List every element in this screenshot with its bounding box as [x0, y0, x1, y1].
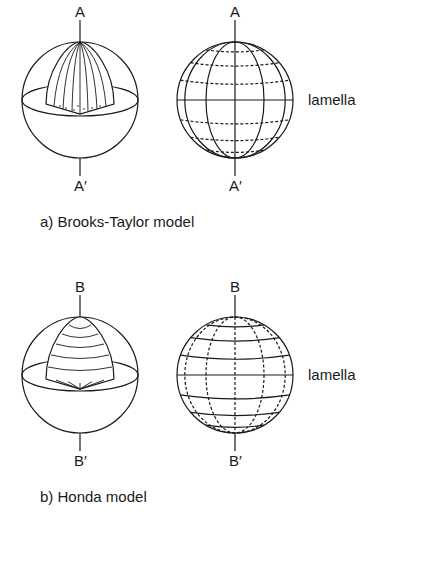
cutaway-sphere	[22, 20, 138, 176]
cutaway-sphere	[22, 295, 138, 451]
parallel	[191, 63, 280, 66]
meridian	[234, 42, 235, 158]
caption: a) Brooks-Taylor model	[40, 213, 194, 231]
meridian	[185, 42, 285, 158]
radial-line	[80, 380, 104, 389]
axis-label: B	[230, 278, 240, 296]
dot	[99, 105, 101, 107]
dot	[65, 107, 67, 109]
parallel	[206, 150, 264, 152]
axis-label: B′	[229, 452, 242, 470]
parallel	[181, 80, 290, 84]
parallel	[191, 137, 280, 140]
parallel	[206, 325, 264, 327]
bell-ring	[69, 325, 91, 329]
axis-label: B	[75, 278, 85, 296]
axis-label: A	[230, 3, 240, 21]
radial-line	[68, 382, 80, 389]
globe	[177, 295, 293, 451]
dot	[73, 109, 75, 111]
parallel	[181, 120, 290, 124]
caption: b) Honda model	[40, 488, 147, 506]
bell-ring	[48, 367, 112, 371]
bell-line	[80, 42, 97, 109]
bell-ring	[51, 355, 109, 359]
axis-label: B′	[74, 452, 87, 470]
dot	[77, 105, 79, 107]
dot	[83, 108, 85, 110]
radial-line	[56, 380, 80, 389]
part-name: lamella	[308, 366, 356, 384]
meridian	[185, 317, 285, 433]
axis-label: A′	[74, 177, 87, 195]
parallel	[191, 338, 280, 341]
meridian	[206, 42, 264, 158]
part-name: lamella	[308, 91, 356, 109]
parallel	[181, 355, 290, 359]
dot	[59, 105, 61, 107]
axis-label: A	[75, 3, 85, 21]
dot	[91, 107, 93, 109]
bell-line	[80, 42, 81, 114]
radial-line	[80, 383, 81, 389]
parallel	[206, 50, 264, 52]
bell-line	[80, 42, 106, 106]
bell-ring	[56, 344, 104, 348]
bell-ring	[62, 334, 98, 338]
parallel	[191, 412, 280, 415]
parallel	[206, 425, 264, 427]
axis-label: A′	[229, 177, 242, 195]
globe	[177, 20, 293, 176]
parallel	[181, 395, 290, 399]
bell-line	[72, 42, 80, 112]
